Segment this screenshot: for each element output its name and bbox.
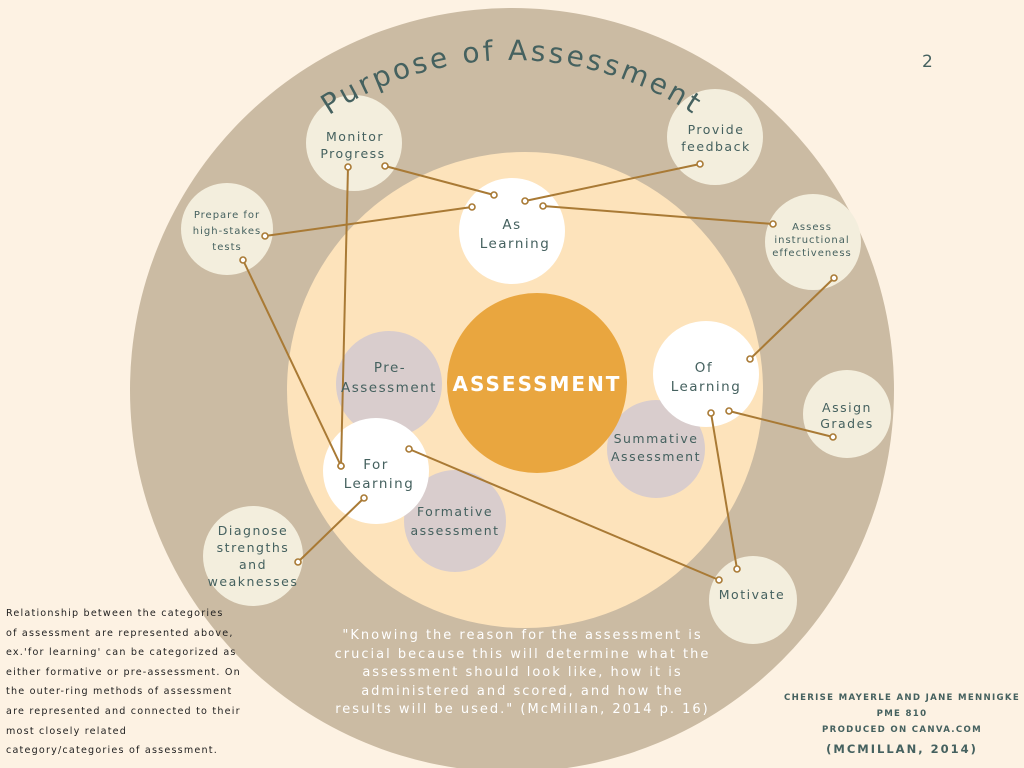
- quote-line: assessment should look like, how it is: [362, 665, 683, 680]
- credits-citation: (MCMILLAN, 2014): [826, 742, 978, 756]
- connector-endpoint: [490, 191, 498, 199]
- connector-line: [297, 497, 365, 563]
- connector-endpoint: [261, 232, 269, 240]
- assess-instructional-circle: [765, 194, 861, 290]
- connector-endpoint: [715, 576, 723, 584]
- credits-authors: CHERISE MAYERLE AND JANE MENNIGKE: [783, 693, 1021, 703]
- prepare-tests-circle: [181, 183, 273, 275]
- connector-endpoint: [829, 433, 837, 441]
- connector-endpoint: [733, 565, 741, 573]
- motivate-label: Motivate: [719, 587, 785, 602]
- note-line: of assessment are represented above,: [6, 627, 234, 639]
- formative-assessment-circle: [404, 470, 506, 572]
- connector-line: [340, 166, 349, 467]
- connector-endpoint: [239, 256, 247, 264]
- center-label: ASSESSMENT: [453, 372, 622, 396]
- note-line: the outer-ring methods of assessment: [6, 686, 233, 698]
- credits-course: PME 810: [876, 709, 928, 719]
- monitor-progress-circle: [306, 95, 402, 191]
- for-learning-circle: [323, 418, 429, 524]
- provide-feedback-circle: [667, 89, 763, 185]
- connector-endpoint: [521, 197, 529, 205]
- note-line: Relationship between the categories: [6, 608, 224, 619]
- connector-endpoint: [696, 160, 704, 168]
- connectors: [239, 160, 838, 584]
- assessment-center-circle: [447, 293, 627, 473]
- quote-line: crucial because this will determine what…: [334, 646, 711, 662]
- quote-line: results will be used." (McMillan, 2014 p…: [335, 702, 710, 717]
- connector-endpoint: [746, 355, 754, 363]
- note-line: category/categories of assessment.: [6, 745, 218, 757]
- connector-endpoint: [707, 409, 715, 417]
- connector-endpoint: [337, 462, 345, 470]
- connector-endpoint: [381, 162, 389, 170]
- connector-endpoint: [725, 407, 733, 415]
- explanation-note: Relationship between the categories of a…: [6, 604, 256, 761]
- connector-line: [524, 163, 701, 202]
- connector-line: [710, 412, 738, 570]
- connector-endpoint: [360, 494, 368, 502]
- connector-line: [384, 165, 495, 196]
- connector-endpoint: [539, 202, 547, 210]
- connector-endpoint: [405, 445, 413, 453]
- pre-assessment-circle: [336, 331, 442, 437]
- note-line: ex.'for learning' can be categorized as: [6, 647, 237, 659]
- note-line: most closely related: [6, 725, 128, 737]
- page-number: 2: [922, 52, 933, 72]
- motivate-circle: [709, 556, 797, 644]
- connector-line: [728, 410, 834, 438]
- connector-endpoint: [468, 203, 476, 211]
- note-line: are represented and connected to their: [6, 705, 241, 717]
- of-learning-circle: [653, 321, 759, 427]
- as-learning-circle: [459, 178, 565, 284]
- pre-assessment-label: Pre-Assessment: [341, 360, 437, 396]
- connector-endpoint: [344, 163, 352, 171]
- credits: CHERISE MAYERLE AND JANE MENNIGKE PME 81…: [780, 690, 1024, 760]
- quote-line: "Knowing the reason for the assessment i…: [342, 628, 703, 643]
- connector-endpoint: [294, 558, 302, 566]
- diagnose-circle: [203, 506, 303, 606]
- quote-line: administered and scored, and how the: [361, 683, 684, 699]
- connector-line: [749, 277, 835, 360]
- connector-endpoint: [769, 220, 777, 228]
- credits-produced: PRODUCED ON CANVA.COM: [822, 725, 982, 735]
- connector-line: [408, 448, 720, 581]
- note-line: either formative or pre-assessment. On: [6, 666, 241, 678]
- summative-assessment-circle: [607, 400, 705, 498]
- connector-endpoint: [830, 274, 838, 282]
- mcmillan-quote: "Knowing the reason for the assessment i…: [320, 627, 725, 720]
- connector-line: [264, 206, 473, 237]
- connector-line: [242, 259, 342, 467]
- connector-line: [542, 205, 774, 225]
